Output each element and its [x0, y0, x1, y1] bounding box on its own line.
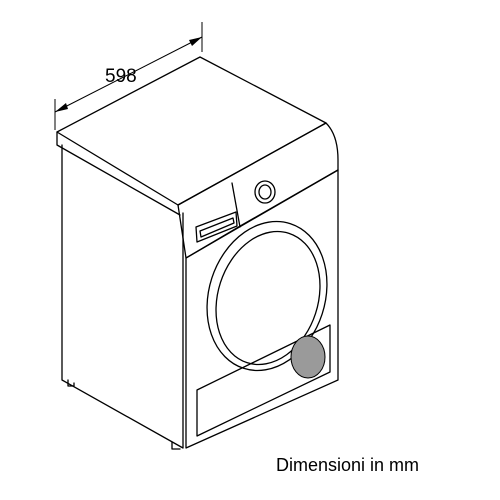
- dryer-top-front-edge: [56, 131, 181, 216]
- width-dimension-label: 598: [105, 66, 137, 87]
- door: [206, 220, 328, 372]
- arrowhead-right: [189, 37, 202, 46]
- display-inner: [199, 217, 235, 238]
- control-panel: [177, 122, 339, 259]
- dimension-lines: [54, 22, 203, 130]
- arrowhead-left: [55, 103, 68, 112]
- dimension-line: [54, 36, 203, 113]
- foot-front: [171, 441, 181, 450]
- dryer-side-panel: [61, 144, 184, 449]
- program-knob: [254, 180, 276, 204]
- display-window: [195, 211, 238, 243]
- dryer-appliance: [56, 56, 339, 450]
- dimensions-caption: Dimensioni in mm: [276, 455, 420, 475]
- service-panel: [196, 324, 331, 437]
- dryer-front-panel: [185, 169, 339, 449]
- condenser-filter-icon: [290, 335, 326, 379]
- foot-left: [67, 379, 75, 387]
- dryer-top: [56, 56, 327, 206]
- control-panel-divider: [231, 182, 241, 228]
